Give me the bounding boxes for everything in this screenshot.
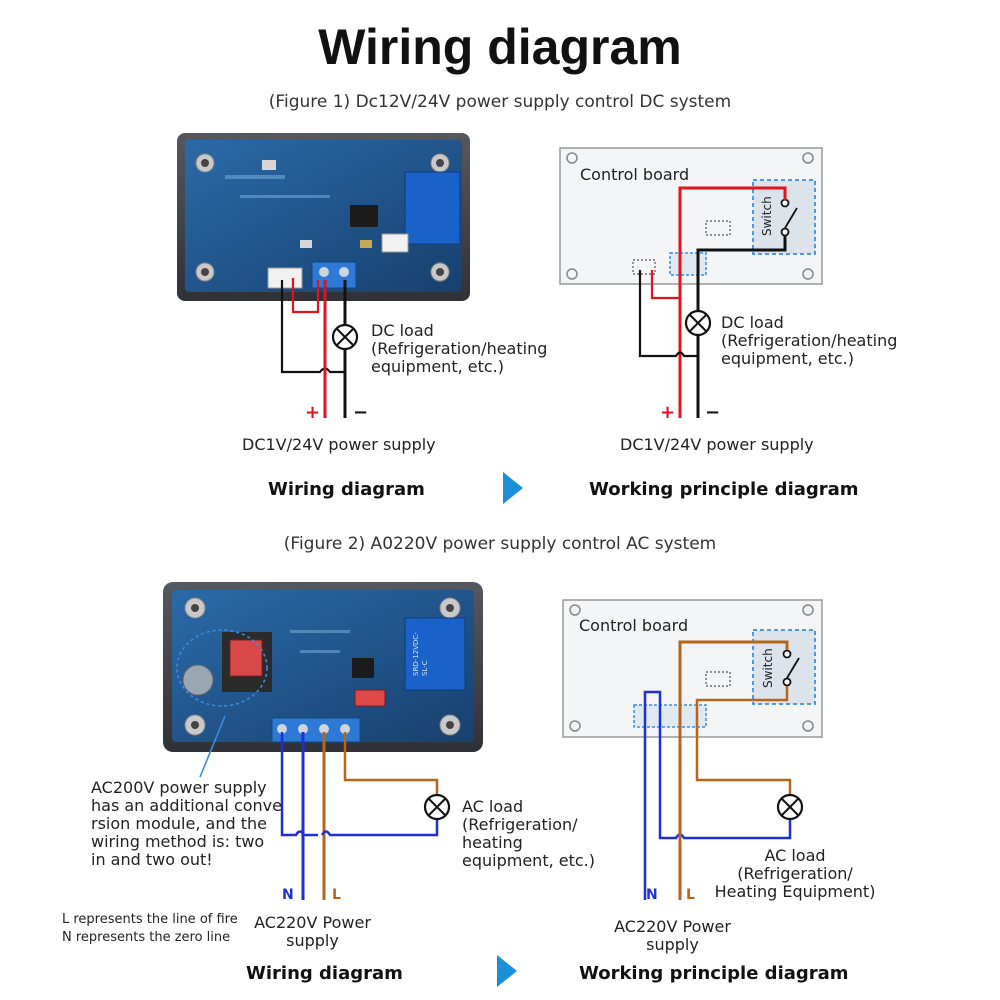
figure1-caption: (Figure 1) Dc12V/24V power supply contro… [268,92,732,112]
neutral-label-left: N [282,887,294,903]
legend-line: L represents the line of fire [62,912,238,927]
ac-note-4: wiring method is: two [91,832,265,851]
dc-load-label-left: DC load [371,321,434,340]
control-board-ac [562,599,823,738]
dc-load-label-right: DC load [721,313,784,332]
line-label-left: L [332,887,341,903]
ac-load-label-right: AC load [764,846,826,865]
ac-load-desc-left-3: equipment, etc.) [462,851,595,870]
minus-sign-right: − [705,402,721,423]
dc-wiring-right [638,186,787,418]
dc-load-lamp-right [684,309,712,337]
ac-load-label-left: AC load [462,797,524,816]
ac-load-lamp-right [776,793,804,821]
arrow-icon [503,472,523,504]
dc-load-lamp-left [331,323,359,351]
working-principle-caption-2: Working principle diagram [579,963,849,984]
working-principle-caption-1: Working principle diagram [589,479,859,500]
plus-sign-left: + [305,402,321,423]
pcb-photo-ac [163,582,483,752]
legend-neutral: N represents the zero line [62,930,231,945]
ac-load-desc-right-1: (Refrigeration/ [737,864,853,883]
ac-supply-right-2: supply [646,935,699,954]
ac-load-desc-left-1: (Refrigeration/ [462,815,578,834]
ac-note-1: AC200V power supply [91,778,267,797]
dc-load-desc-right-2: equipment, etc.) [721,349,854,368]
wiring-diagram-caption-1: Wiring diagram [268,479,425,500]
ac-wiring-left [280,732,439,900]
pcb-photo-dc [177,133,470,301]
ac-load-lamp-left [423,793,451,821]
dc-supply-right: DC1V/24V power supply [620,435,814,454]
control-board-label-dc: Control board [580,165,690,184]
ac-note-2: has an additional conve [91,796,282,815]
relay-marking-1: SRD-12VDC-SL-C [412,632,429,676]
ac-load-desc-right-2: Heating Equipment) [714,882,876,901]
ac-supply-left-2: supply [286,931,339,950]
plus-sign-right: + [660,402,676,423]
ac-supply-left-1: AC220V Power [254,913,371,932]
ac-note-5: in and two out! [91,850,213,869]
note-pointer [199,715,226,778]
dc-load-desc-right-1: (Refrigeration/heating [721,331,898,350]
dc-load-desc-left-2: equipment, etc.) [371,357,504,376]
line-label-right: L [686,887,695,903]
switch-label-ac: Switch [761,648,775,688]
dc-supply-left: DC1V/24V power supply [242,435,436,454]
dc-load-desc-left-1: (Refrigeration/heating [371,339,548,358]
page-title: Wiring diagram [318,19,682,75]
ac-wiring-right [643,640,792,900]
wiring-diagram-caption-2: Wiring diagram [246,963,403,984]
arrow-icon [497,955,517,987]
control-board-label-ac: Control board [579,616,689,635]
ac-note-3: rsion module, and the [91,814,267,833]
switch-contacts-ac [782,649,800,687]
ac-supply-right-1: AC220V Power [614,917,731,936]
switch-contacts-dc [780,198,798,237]
figure2-caption: (Figure 2) A0220V power supply control A… [283,534,717,554]
neutral-label-right: N [646,887,658,903]
dc-wiring-left [280,278,347,418]
minus-sign-left: − [353,402,369,423]
switch-label-dc: Switch [760,196,774,236]
relay-marking: SRD-12VDC-SL-C [412,628,430,676]
ac-load-desc-left-2: heating [462,833,523,852]
